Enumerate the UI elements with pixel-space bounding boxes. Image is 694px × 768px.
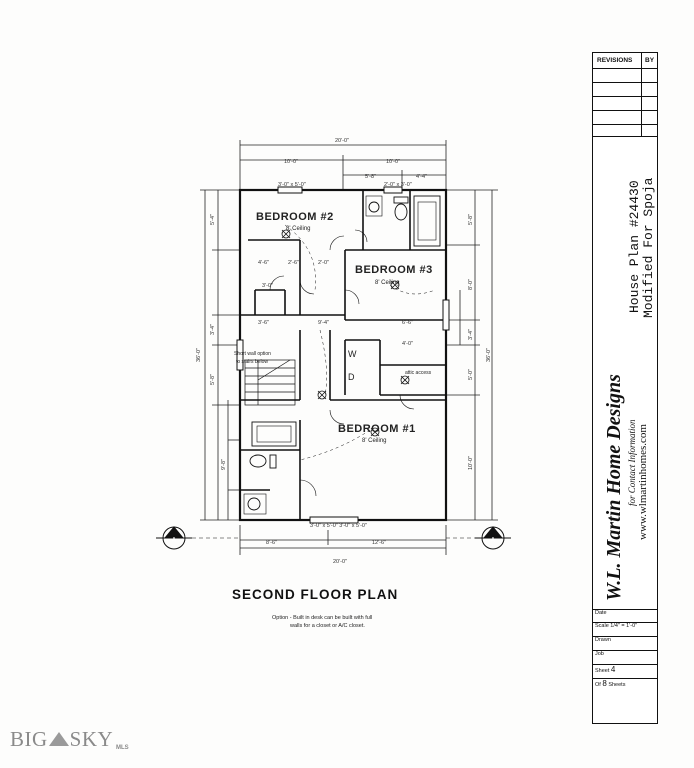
dim-left-a: 5'-4" (210, 214, 216, 225)
mountain-icon (48, 732, 69, 746)
dim-top-r2: 4'-4" (416, 174, 427, 180)
section-marker-right-label: A (491, 537, 496, 544)
big-sky-mls-logo: BIG SKY (10, 727, 113, 752)
job-label: Job (595, 651, 604, 657)
dim-window-2: 2'-0" x 3'-0" (384, 182, 412, 188)
house-plan-number: House Plan #24430 (627, 180, 642, 313)
dim-bottom-total: 20'-0" (333, 559, 347, 565)
dim-bottom-right: 12'-6" (372, 540, 386, 546)
logo-text-left: BIG (10, 727, 48, 751)
dim-inner-1: 4'-6" (258, 260, 269, 266)
dim-inner-2: 2'-6" (288, 260, 299, 266)
title-block: REVISIONS BY House Plan #24430 Modified … (592, 52, 658, 724)
dim-right-d: 5'-0" (468, 369, 474, 380)
plan-note-2: walls for a closet or A/C closet. (289, 623, 365, 629)
dim-right-a: 5'-8" (468, 214, 474, 225)
dim-top-right: 10'-0" (386, 159, 400, 165)
dim-right-total: 36'-0" (486, 348, 492, 362)
revisions-label: REVISIONS (597, 57, 633, 64)
ceiling-label-bedroom-2: 8' Ceiling (286, 226, 311, 232)
logo-mls-suffix: MLS (116, 745, 129, 751)
desk-note-1: Short wall option (234, 351, 271, 357)
dim-left-c: 5'-8" (210, 374, 216, 385)
dim-bottom-left: 8'-6" (266, 540, 277, 546)
sink-upper (368, 201, 380, 213)
logo-text-right: SKY (69, 727, 114, 751)
dim-window-1: 3'-0" x 5'-0" (278, 182, 306, 188)
bathtub-upper (413, 195, 441, 247)
modified-for: Modified For Spoja (641, 177, 656, 318)
section-marker-left (156, 526, 192, 550)
toilet-lower (249, 454, 267, 468)
ceiling-label-bedroom-3: 8' Ceiling (375, 280, 400, 286)
dim-top-left: 10'-0" (284, 159, 298, 165)
section-marker-right (475, 526, 511, 550)
dim-left-total: 36'-0" (196, 348, 202, 362)
by-label: BY (645, 57, 655, 64)
dim-top-r1: 5'-8" (365, 174, 376, 180)
bathtub-lower (251, 421, 297, 447)
dim-right-c: 3'-4" (468, 329, 474, 340)
scale-label: Scale (595, 623, 609, 629)
drawn-label: Drawn (595, 637, 611, 643)
dim-left-b: 3'-4" (210, 324, 216, 335)
toilet-upper (394, 203, 408, 221)
washer-label: W (348, 349, 357, 359)
sheet-label: Sheet (595, 668, 610, 674)
contact-info: for Contact Information (627, 419, 637, 506)
section-marker-left-label: A (172, 537, 177, 544)
date-label: Date (595, 610, 607, 616)
plan-title: SECOND FLOOR PLAN (232, 587, 398, 602)
dim-left-d: 9'-8" (221, 459, 227, 470)
plan-note-1: Option - Built in desk can be built with… (272, 615, 372, 621)
dim-inner-3: 9'-4" (318, 320, 329, 326)
dim-inner-6: 2'-0" (318, 260, 329, 266)
dim-right-e: 10'-0" (468, 456, 474, 470)
of-label: Of (595, 682, 601, 688)
dim-right-b: 8'-0" (468, 279, 474, 290)
sheet-value: 4 (610, 665, 616, 674)
company-name: W.L. Martin Home Designs (603, 374, 625, 601)
desk-note-2: to stairs below (236, 359, 268, 365)
dim-top-total: 20'-0" (335, 138, 349, 144)
revisions-header: REVISIONS BY (593, 53, 657, 69)
dim-inner-4: 6'-6" (402, 320, 413, 326)
dim-bottom-window: 3'-0" x 5'-0" 3'-0" x 5'-0" (310, 523, 367, 529)
website-link[interactable]: www.wlmartinhomes.com (637, 424, 649, 540)
dryer-label: D (348, 372, 355, 382)
room-label-bedroom-3: BEDROOM #3 (355, 264, 433, 276)
ceiling-label-bedroom-1: 8' Ceiling (362, 438, 387, 444)
sink-lower (247, 497, 261, 511)
scale-value: 1/4" = 1'-0" (610, 623, 638, 629)
attic-access-label: attic access (405, 370, 432, 376)
room-label-bedroom-2: BEDROOM #2 (256, 211, 334, 223)
dim-inner-5: 3'-6" (258, 320, 269, 326)
sheets-label: Sheets (608, 682, 626, 688)
dim-inner-7: 4'-0" (402, 341, 413, 347)
room-label-bedroom-1: BEDROOM #1 (338, 423, 416, 435)
dim-inner-8: 3'-0" (262, 283, 273, 289)
of-value: 8 (602, 679, 607, 688)
